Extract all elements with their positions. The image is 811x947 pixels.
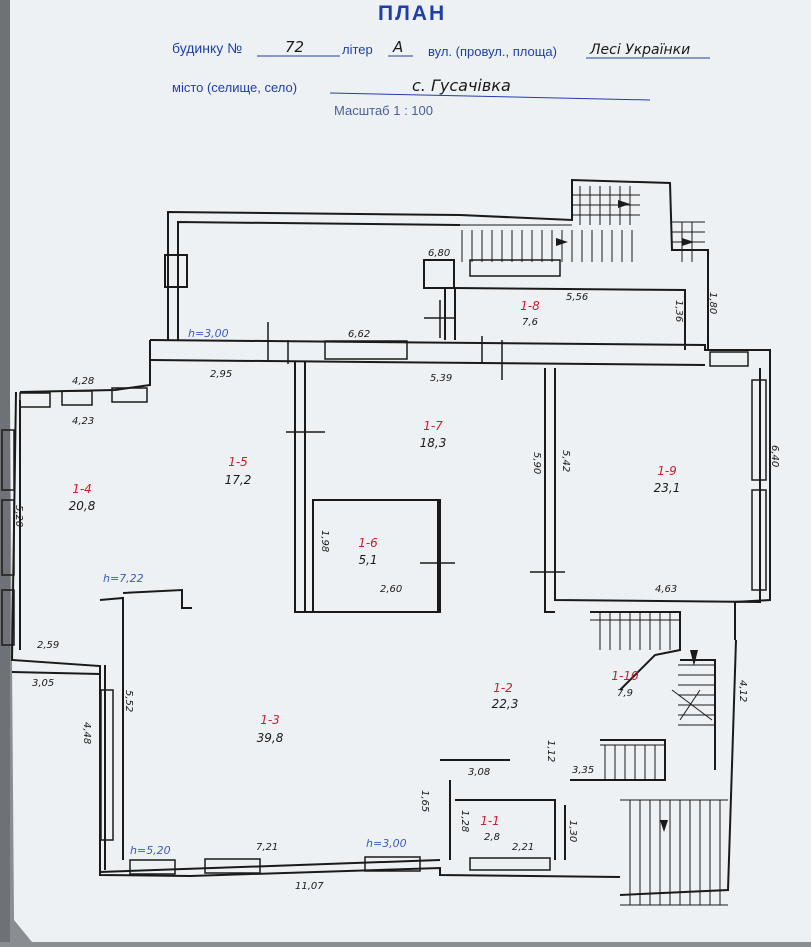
doors <box>267 300 565 573</box>
dimension-label: 1,98 <box>319 530 330 552</box>
dimension-label: 3,35 <box>572 765 594 776</box>
stair-arrows <box>556 200 698 832</box>
room-id: 1-8 <box>520 299 540 313</box>
dimension-label: 6,62 <box>348 329 370 340</box>
room-area: 2,8 <box>484 832 500 843</box>
dimension-label: 1,80 <box>707 292 718 314</box>
room-id: 1-6 <box>358 536 378 550</box>
dimension-labels: 6,80 5,56 1,36 1,80 6,62 2,95 5,39 4,28 … <box>13 248 780 892</box>
dimension-label: 4,63 <box>655 584 677 595</box>
dimension-label: 5,56 <box>566 292 588 303</box>
room-id: 1-2 <box>493 681 513 695</box>
room-area: 7,6 <box>522 317 538 328</box>
dimension-label: 6,40 <box>769 445 780 467</box>
room-area: 23,1 <box>654 481 681 495</box>
street-label: вул. (провул., площа) <box>428 44 557 59</box>
room-id: 1-5 <box>228 455 248 469</box>
dimension-label: 1,65 <box>419 790 430 812</box>
dimension-label: 4,48 <box>81 722 92 744</box>
dimension-label: 5,90 <box>531 452 542 474</box>
arrow-icon <box>660 820 668 832</box>
dimension-label: 1,28 <box>459 810 470 832</box>
room-area: 18,3 <box>420 436 447 450</box>
dimension-label: 5,39 <box>430 373 452 384</box>
dimension-label: 5,42 <box>560 450 571 472</box>
height-label: h=3,00 <box>366 837 407 850</box>
arrow-icon <box>618 200 630 208</box>
scale-label: Масштаб 1 : 100 <box>334 103 433 118</box>
binding-edge <box>0 0 10 942</box>
dimension-label: 4,12 <box>737 680 748 702</box>
room-id: 1-4 <box>72 482 92 496</box>
room-id: 1-3 <box>260 713 280 727</box>
dimension-label: 2,95 <box>210 369 232 380</box>
room-area: 39,8 <box>257 731 284 745</box>
room-area: 22,3 <box>492 697 519 711</box>
arrow-icon <box>682 238 694 246</box>
dimension-label: 2,60 <box>380 584 402 595</box>
room-area: 17,2 <box>225 473 252 487</box>
street-value: Лесі Українки <box>590 42 691 58</box>
room-area: 7,9 <box>617 688 633 699</box>
room-labels: 1-1 2,8 1-2 22,3 1-3 39,8 1-4 20,8 1-5 1… <box>69 299 681 843</box>
dimension-label: 3,05 <box>32 678 54 689</box>
dimension-label: 5,20 <box>13 505 24 527</box>
room-id: 1-1 <box>480 814 500 828</box>
dimension-label: 7,21 <box>256 842 278 853</box>
dimension-label: 1,12 <box>545 740 556 762</box>
dimension-label: 4,28 <box>72 376 94 387</box>
arrow-icon <box>556 238 568 246</box>
walls <box>10 178 771 896</box>
dimension-label: 11,07 <box>295 881 324 892</box>
liter-value: А <box>393 38 404 56</box>
dimension-label: 3,08 <box>468 767 490 778</box>
dimension-label: 4,23 <box>72 416 94 427</box>
page-title: ПЛАН <box>378 2 447 25</box>
stairs <box>460 186 728 906</box>
room-area: 5,1 <box>358 553 377 567</box>
house-number-label: будинку № <box>172 40 243 56</box>
height-labels: h=3,00 h=7,22 h=5,20 h=3,00 <box>103 327 407 857</box>
city-value: с. Гусачівка <box>412 76 511 95</box>
city-label: місто (селище, село) <box>172 80 298 95</box>
dimension-label: 5,52 <box>123 690 134 712</box>
height-label: h=7,22 <box>103 572 144 585</box>
windows <box>1 259 767 875</box>
room-id: 1-9 <box>657 464 677 478</box>
room-id: 1-10 <box>611 669 639 683</box>
dimension-label: 2,21 <box>512 842 534 853</box>
height-label: h=5,20 <box>130 844 171 857</box>
dimension-label: 6,80 <box>428 248 450 259</box>
dimension-label: 1,30 <box>567 820 578 842</box>
arrow-icon <box>690 650 698 666</box>
header-underlines <box>257 55 710 101</box>
height-label: h=3,00 <box>188 327 229 340</box>
dimension-label: 2,59 <box>37 640 59 651</box>
room-area: 20,8 <box>69 499 96 513</box>
house-number-value: 72 <box>285 38 305 56</box>
paper <box>6 0 811 942</box>
room-id: 1-7 <box>423 419 443 433</box>
dimension-label: 1,36 <box>673 300 684 322</box>
liter-label: літер <box>342 42 373 57</box>
